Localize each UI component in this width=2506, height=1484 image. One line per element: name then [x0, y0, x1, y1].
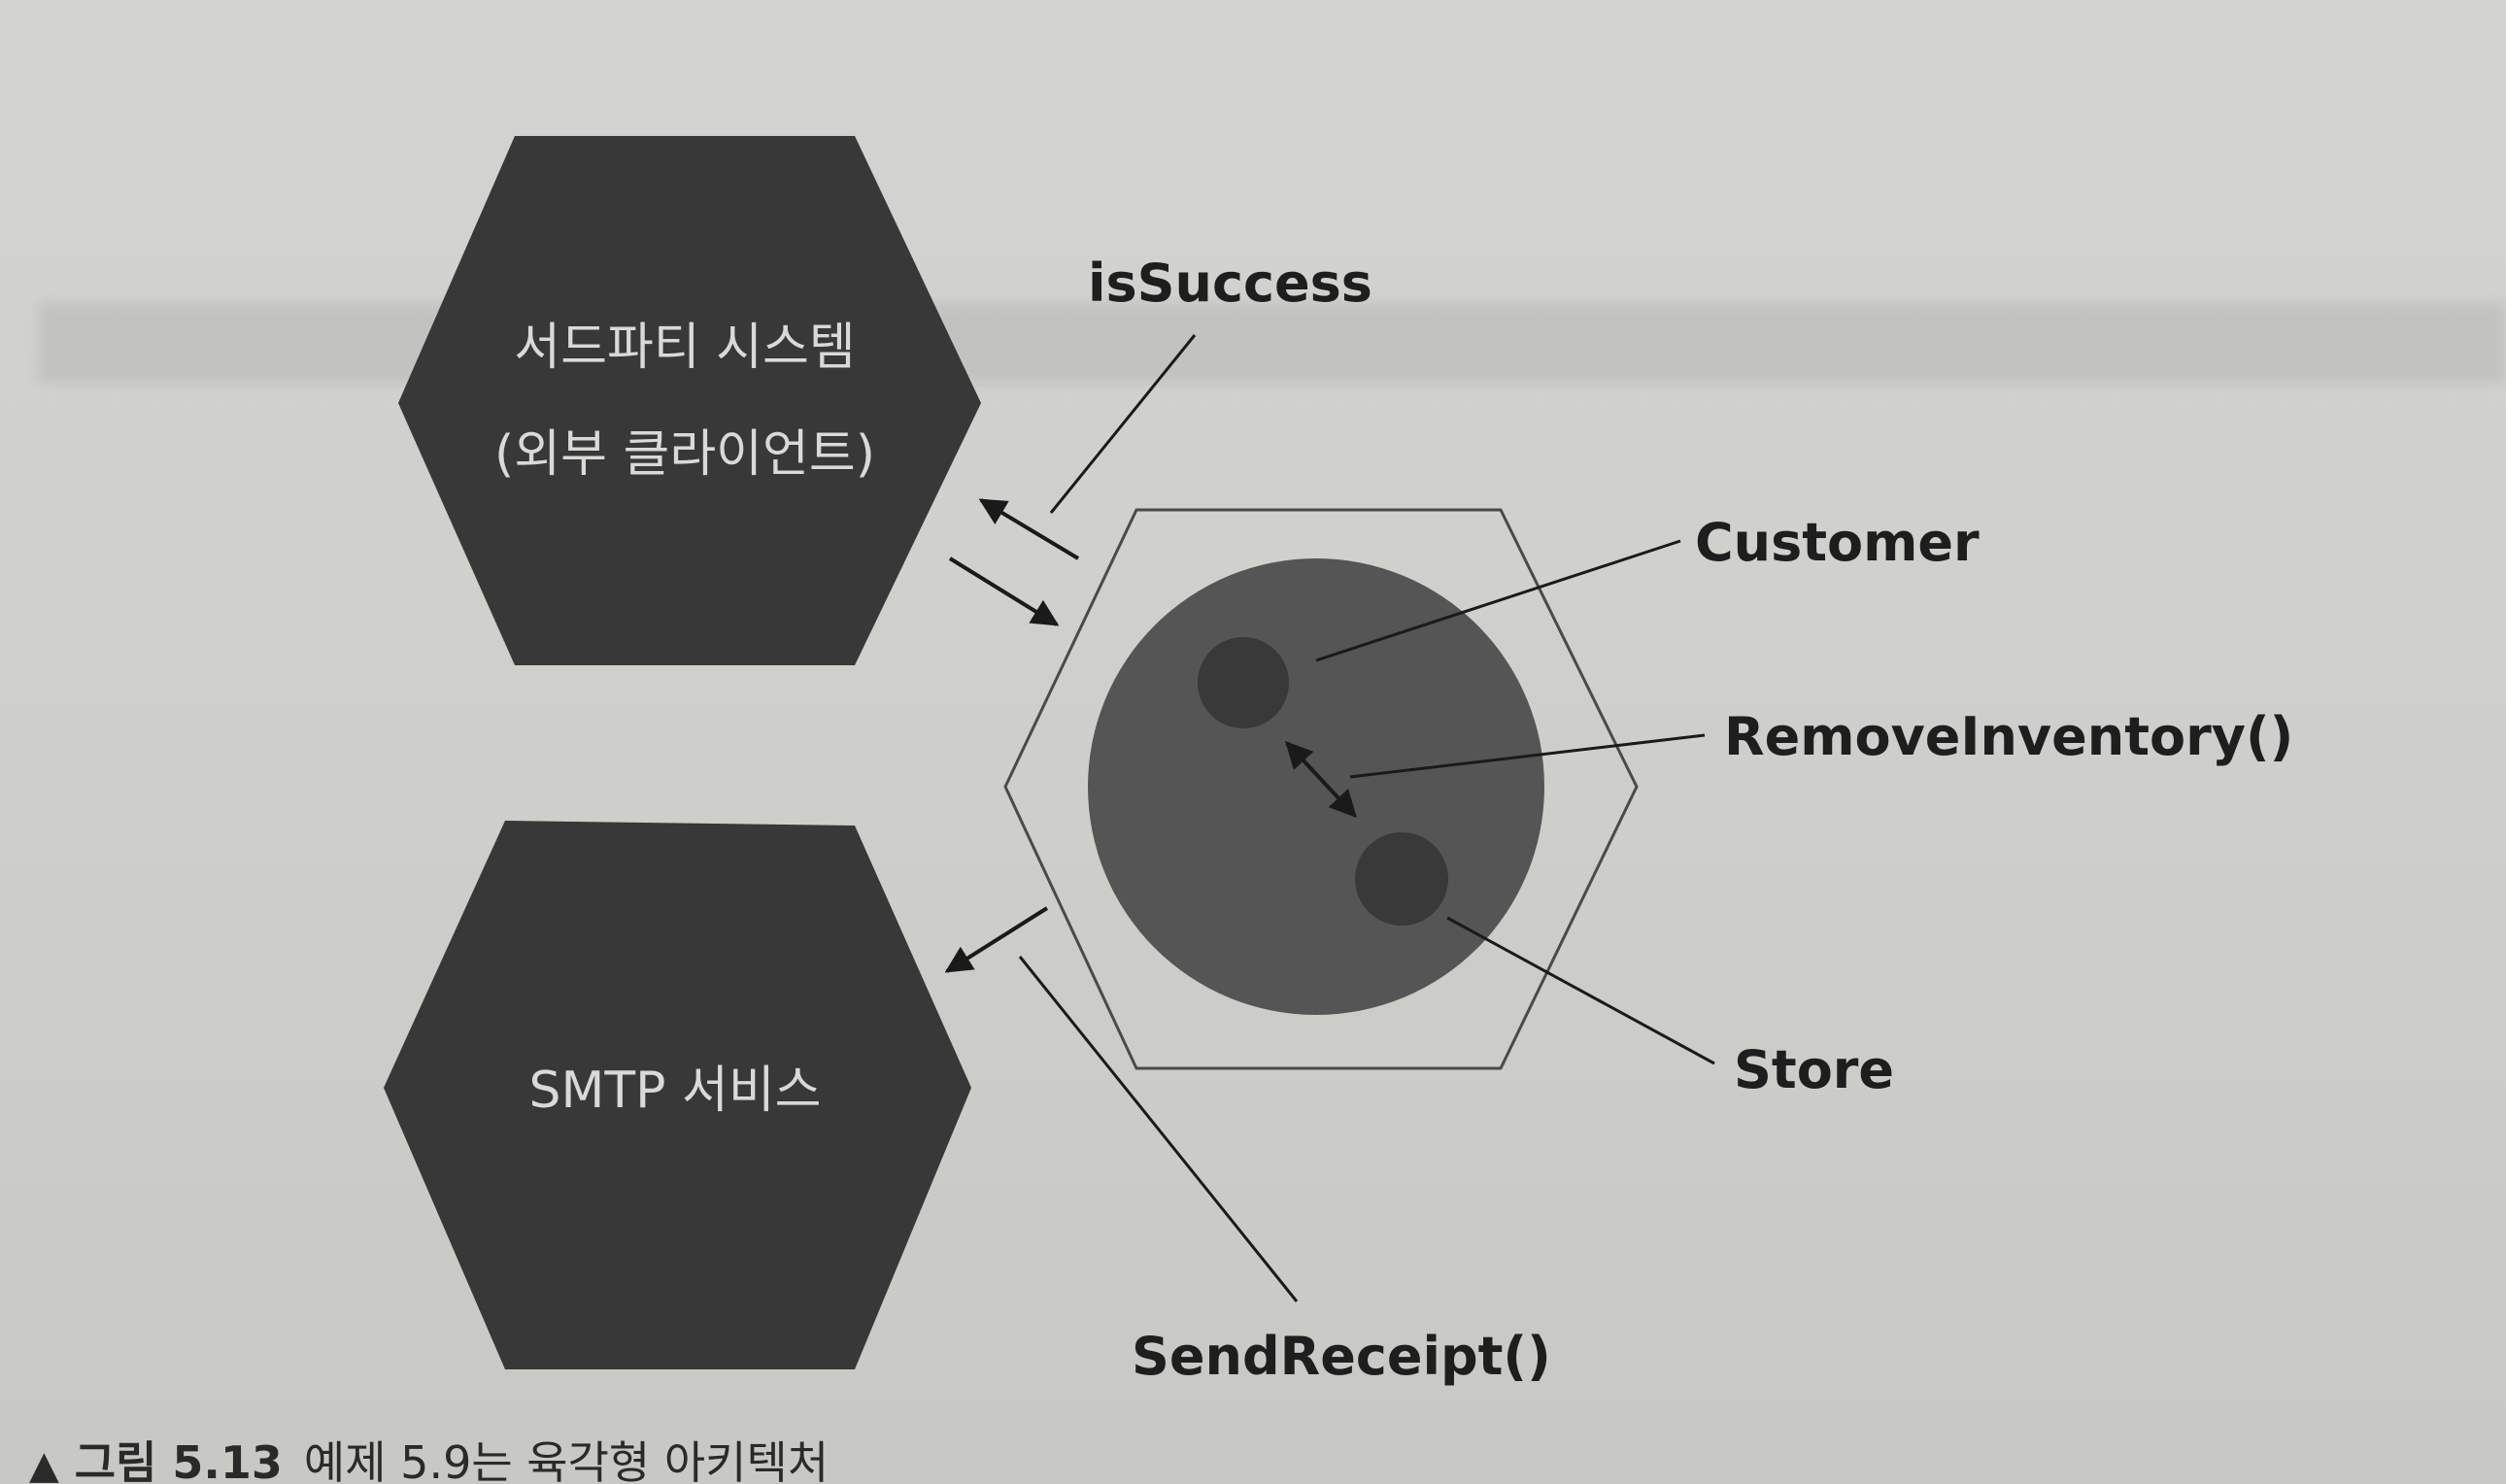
figure-caption: ▲ 그림 5.13 예제 5.9는 육각형 아키텍처 — [29, 1428, 829, 1484]
store-label: Store — [1734, 1039, 1894, 1100]
figure-number: 그림 5.13 — [74, 1436, 283, 1484]
remove-inventory-leader — [1349, 733, 1706, 779]
customer-store-arrow — [1285, 740, 1357, 819]
application-hexagon — [1003, 508, 1639, 1070]
customer-leader — [1315, 539, 1681, 662]
send-receipt-leader — [1018, 956, 1299, 1302]
smtp-service-hexagon — [384, 821, 971, 1369]
store-entity-dot — [1355, 832, 1448, 926]
smtp-arrow — [944, 906, 1049, 973]
response-arrow — [978, 498, 1080, 560]
customer-entity-dot — [1198, 637, 1289, 728]
remove-inventory-label: RemoveInventory() — [1724, 706, 2293, 767]
customer-label: Customer — [1695, 512, 1980, 573]
send-receipt-label: SendReceipt() — [1132, 1326, 1551, 1387]
external-system-label-line1: 서드파티 시스템 — [514, 319, 855, 377]
domain-circle — [1088, 558, 1544, 1015]
is-success-leader — [1049, 334, 1197, 514]
smtp-service-label: SMTP 서비스 — [528, 1062, 821, 1120]
caption-text: 예제 5.9는 육각형 아키텍처 — [303, 1436, 830, 1484]
external-system-label-line2: (외부 클라이언트) — [494, 425, 875, 484]
is-success-label: isSuccess — [1088, 253, 1372, 314]
external-system-hexagon — [398, 136, 981, 665]
caption-marker: ▲ — [29, 1443, 59, 1484]
request-arrow — [948, 556, 1060, 626]
store-leader — [1446, 916, 1715, 1065]
